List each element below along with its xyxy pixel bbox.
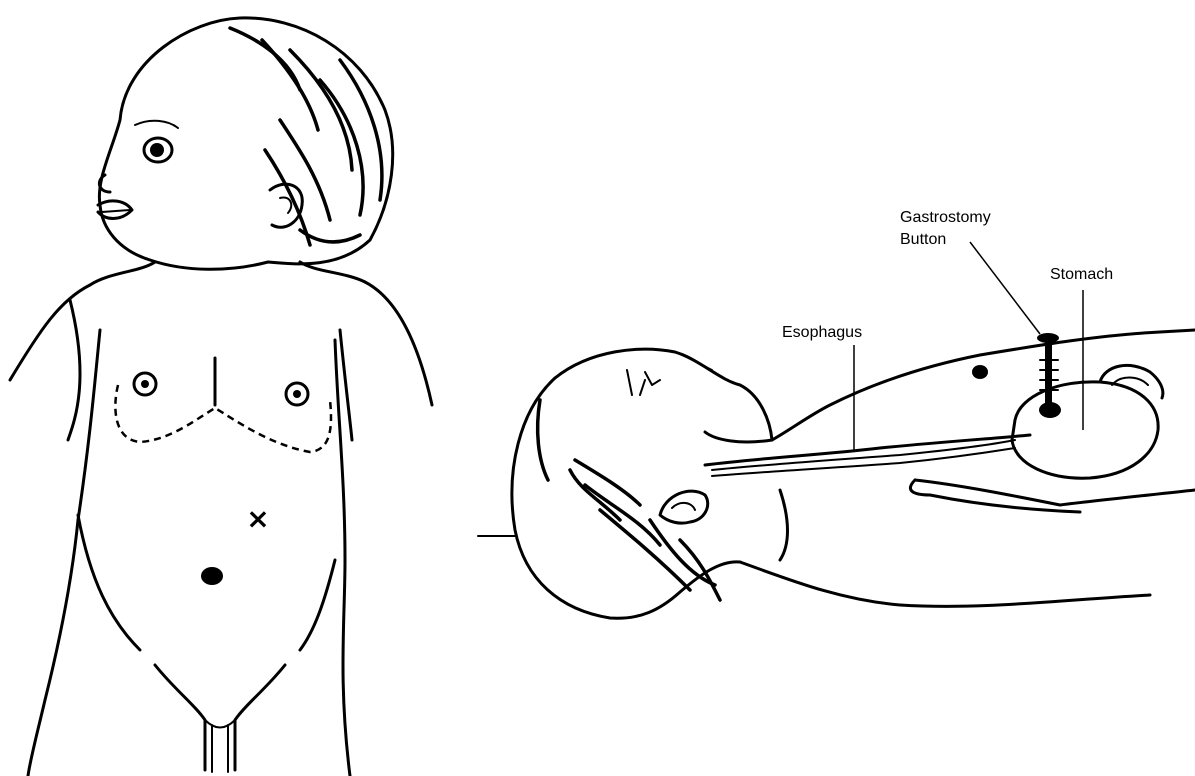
gastrostomy-leader-line: [970, 242, 1040, 334]
gastrostomy-site-marker: ×: [246, 502, 269, 535]
side-nipple: [972, 365, 988, 379]
infant-navel: [201, 567, 223, 585]
side-head-outline: [555, 349, 772, 442]
infant-hair: [230, 28, 382, 245]
label-gastrostomy-line2: Button: [900, 231, 946, 248]
infant-nipple-left: [134, 373, 156, 395]
side-ear: [660, 491, 708, 523]
label-esophagus: Esophagus: [782, 324, 862, 341]
label-gastrostomy-line1: Gastrostomy: [900, 209, 991, 226]
infant-front-view: ×: [10, 18, 432, 776]
stomach-outline: [1012, 382, 1158, 478]
label-stomach: Stomach: [1050, 266, 1113, 283]
infant-eyebrow: [135, 121, 178, 128]
side-head-hair: [538, 400, 720, 600]
infant-nipple-right: [286, 383, 308, 405]
infant-side-view: Gastrostomy Button Stomach Esophagus: [478, 209, 1195, 618]
